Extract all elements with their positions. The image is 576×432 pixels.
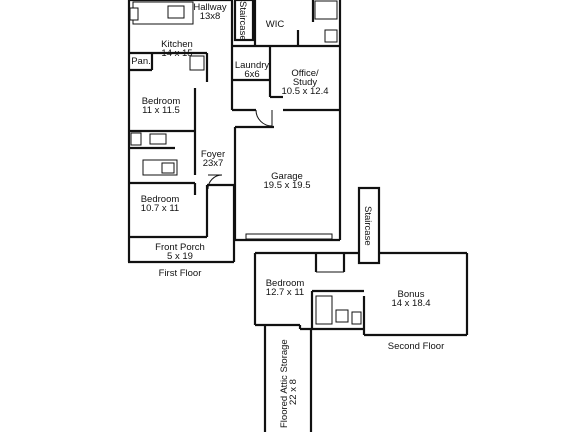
bathroom-fixtures (130, 132, 178, 176)
pantry-label: Pan. (131, 56, 151, 67)
garage-dims: 19.5 x 19.5 (263, 180, 310, 191)
bedroom-1-dims: 11 x 11.5 (142, 105, 180, 116)
second-floor-bath-fixtures (315, 295, 362, 325)
bedroom-1-label: Bedroom (142, 96, 181, 107)
bedroom-3-label: Bedroom (266, 278, 305, 289)
office-dims: 10.5 x 12.4 (281, 86, 328, 97)
kitchen-label: Kitchen (161, 39, 193, 50)
wic-label: WIC (266, 19, 285, 30)
bonus-label: Bonus (398, 289, 425, 300)
bedroom-2-label: Bedroom (141, 194, 180, 205)
bedroom-3-dims: 12.7 x 11 (266, 287, 304, 298)
front-porch-dims: 5 x 19 (167, 251, 193, 262)
hallway-label: Hallway (193, 2, 227, 13)
front-porch-label: Front Porch (155, 242, 205, 253)
garage-label: Garage (271, 171, 303, 182)
laundry-dims: 6x6 (244, 69, 259, 80)
hallway-dims: 13x8 (200, 11, 221, 22)
attic-label: Floored Attic Storage (279, 339, 290, 428)
staircase-top-label: Staircase (237, 1, 248, 41)
attic-walls (263, 325, 313, 432)
laundry-label: Laundry (235, 60, 270, 71)
office-label-2: Study (293, 77, 318, 88)
garage-door (245, 233, 333, 240)
foyer-label: Foyer (201, 149, 225, 160)
bonus-dims: 14 x 18.4 (391, 298, 430, 309)
bedroom-2-dims: 10.7 x 11 (141, 203, 179, 214)
first-floor-caption: First Floor (159, 268, 202, 279)
foyer-dims: 23x7 (203, 158, 224, 169)
office-label: Office/ (291, 68, 319, 79)
staircase-mid-label: Staircase (362, 206, 373, 246)
first-floor-walls (127, 0, 342, 264)
attic-dims: 22 x 8 (288, 379, 299, 405)
staircase-mid (357, 186, 381, 265)
kitchen-fixtures (129, 0, 338, 71)
kitchen-dims: 14 x 15 (161, 48, 192, 59)
door-swings (207, 109, 273, 190)
staircase-top (233, 0, 255, 42)
second-floor-caption: Second Floor (388, 341, 445, 352)
